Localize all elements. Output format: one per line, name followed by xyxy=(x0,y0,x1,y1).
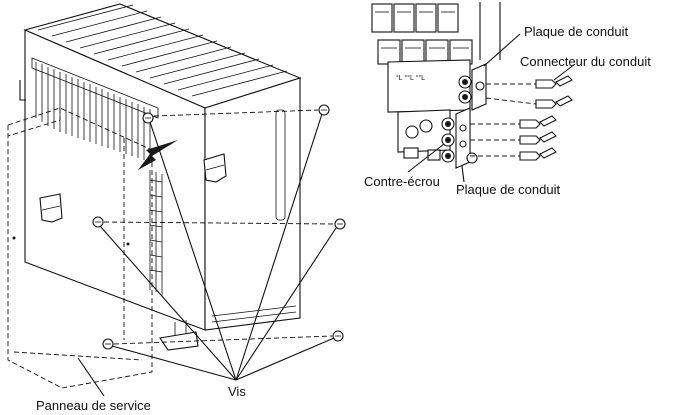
conduit-plate-top-leader xyxy=(483,33,521,67)
screw-bottom-right xyxy=(332,330,344,342)
service-panel xyxy=(7,107,153,389)
service-panel-label: Panneau de service xyxy=(36,398,151,413)
lock-nut-label: Contre-écrou xyxy=(364,174,440,189)
conduit-connector-label: Connecteur du conduit xyxy=(520,54,651,69)
unit-foot xyxy=(159,331,199,351)
removal-arrow xyxy=(138,140,178,170)
terminal-blocks xyxy=(371,3,473,65)
unit-top-ribs xyxy=(37,4,288,97)
screw-top-left xyxy=(142,112,154,124)
service-panel-leader xyxy=(77,357,105,397)
connection-panel xyxy=(387,59,471,113)
conduit-detail: °L °°L °°L xyxy=(371,2,576,183)
heat-exchanger-fins xyxy=(31,57,159,162)
service-panel-bottom-edge xyxy=(13,351,143,361)
screw-top-right xyxy=(318,104,330,116)
screw-paths xyxy=(103,109,335,345)
service-panel-outline xyxy=(7,107,153,389)
conduit-plate-bottom-label: Plaque de conduit xyxy=(456,182,560,197)
screws xyxy=(92,104,346,350)
conduit-connector-leader xyxy=(553,63,576,81)
service-panel-top-edge xyxy=(7,108,61,137)
screw-mid-right xyxy=(334,218,346,230)
svg-text:°L °°L °°L: °L °°L °°L xyxy=(396,74,425,82)
side-slot xyxy=(275,109,286,221)
conduit-plate-bottom-leader xyxy=(461,165,465,183)
conduit-plate-upper xyxy=(458,63,487,111)
side-handle xyxy=(203,153,227,183)
valves xyxy=(403,119,441,161)
left-bracket xyxy=(19,80,26,101)
unit-side-face xyxy=(204,77,301,331)
screw-leaders xyxy=(99,113,337,381)
lock-nut-leader xyxy=(407,143,445,173)
fin-column xyxy=(149,170,163,296)
conduit-connectors-lower xyxy=(470,115,557,161)
screws-label: Vis xyxy=(228,384,246,399)
conduit-connectors-upper xyxy=(485,75,573,109)
screw-bottom-left xyxy=(102,338,114,350)
conduit-plate-lower xyxy=(441,107,478,169)
outdoor-unit xyxy=(19,3,302,351)
screw-mid-left xyxy=(92,216,104,228)
conduit-plate-top-label: Plaque de conduit xyxy=(524,24,628,39)
